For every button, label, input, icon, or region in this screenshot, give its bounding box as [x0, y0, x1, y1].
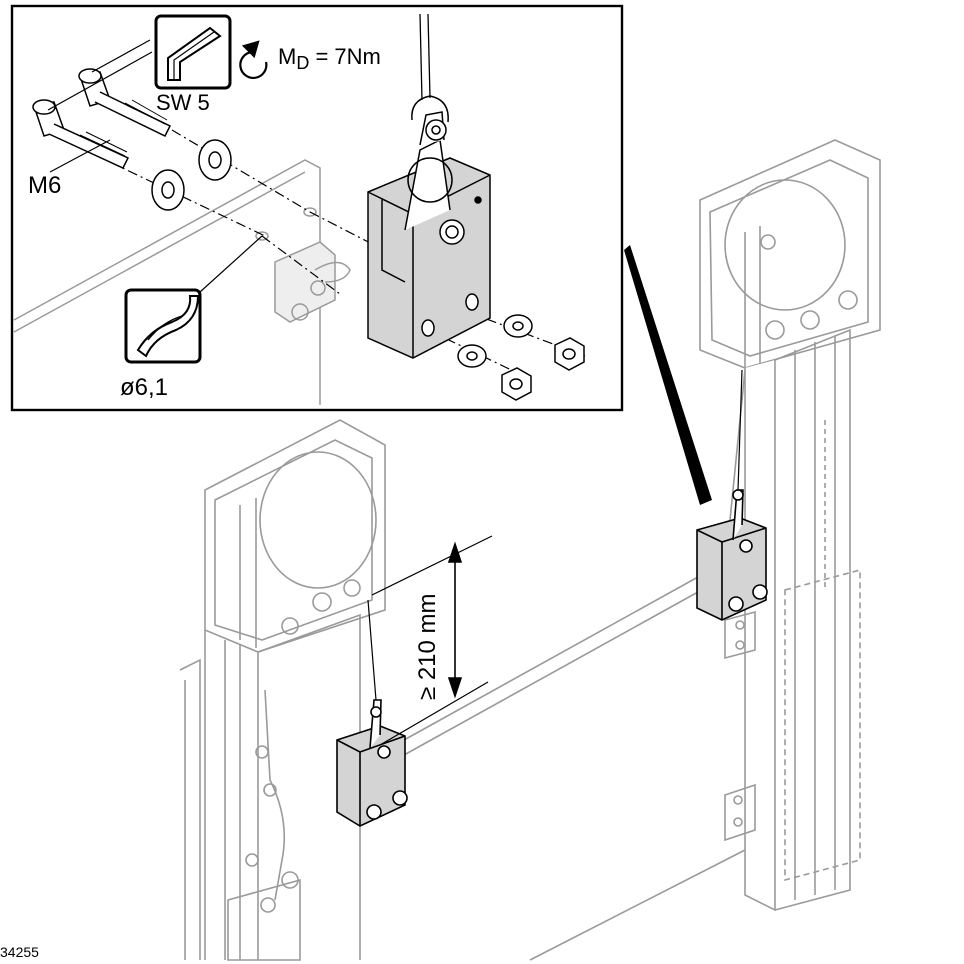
torque-value: = 7Nm — [309, 44, 381, 69]
detail-content — [13, 13, 586, 405]
right-column — [699, 139, 881, 912]
main-assembly — [179, 139, 881, 961]
dimension-line — [371, 535, 493, 746]
wrench-size-label: SW 5 — [156, 90, 210, 115]
left-column — [179, 419, 386, 961]
rotation-arrow-icon — [239, 40, 268, 80]
callout-pointer — [624, 245, 712, 505]
torque-subscript: D — [296, 53, 310, 73]
bracket-right — [696, 369, 768, 621]
drill-diameter-label: ø6,1 — [120, 374, 169, 401]
hex-key-icon — [47, 14, 232, 111]
m6-leader — [49, 139, 111, 173]
figure-id: 34255 — [0, 944, 39, 960]
detail-bracket — [367, 13, 491, 359]
min-distance-label: ≥ 210 mm — [414, 593, 441, 700]
screw-upper — [78, 68, 172, 137]
drill-bit-icon — [124, 235, 263, 364]
torque-prefix: M — [278, 44, 297, 69]
screw-lower — [32, 99, 130, 169]
bracket-left — [336, 599, 408, 827]
torque-label: MD = 7Nm — [278, 44, 381, 74]
bolt-thread-label: M6 — [28, 172, 62, 199]
